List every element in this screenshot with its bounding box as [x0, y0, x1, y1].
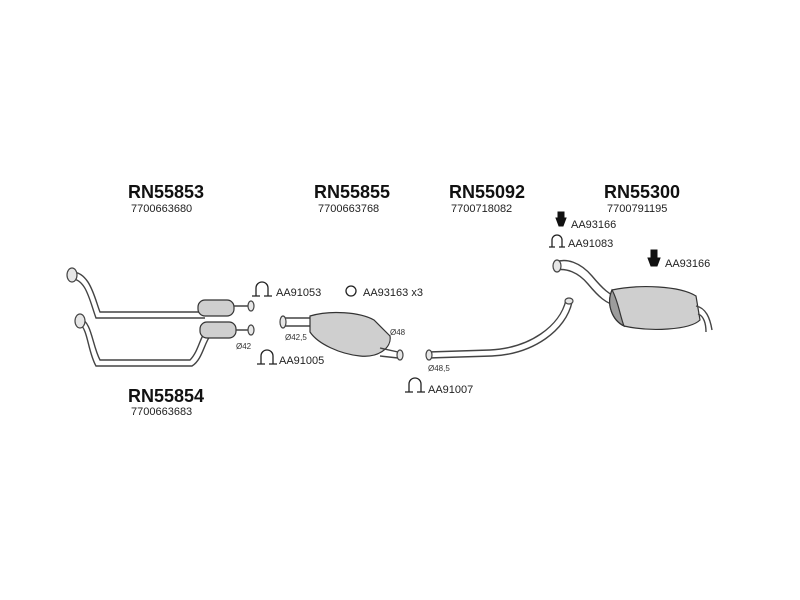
part-code-rear-silencer: RN55300: [604, 182, 681, 202]
oem-number-intermediate-pipe: 7700718082: [451, 203, 513, 215]
accessory-label: AA91007: [428, 384, 474, 396]
front-pipe-drawing: [66, 267, 255, 367]
rear-silencer-drawing: [552, 259, 713, 333]
accessory-label: AA91053: [276, 287, 322, 299]
dimension-label: Ø42: [236, 342, 252, 351]
part-code-center-silencer: RN55855: [314, 182, 391, 202]
dimension-label: Ø42,5: [285, 333, 307, 342]
accessory-label: AA93166: [571, 219, 617, 231]
part-code-intermediate-pipe: RN55092: [449, 182, 526, 202]
u-clamp-icon: [252, 281, 272, 297]
oem-number-downpipe: 7700663683: [131, 406, 193, 418]
oem-number-rear-silencer: 7700791195: [607, 203, 668, 215]
oem-number-front-pipe: 7700663680: [131, 203, 193, 215]
u-clamp-icon: [549, 234, 565, 248]
dimension-label: Ø48,5: [428, 364, 450, 373]
accessory-label: AA91005: [279, 355, 325, 367]
intermediate-pipe-drawing: [425, 297, 574, 361]
part-code-downpipe: RN55854: [128, 386, 205, 406]
accessory-label: AA91083: [568, 238, 614, 250]
dimension-label: Ø48: [390, 328, 406, 337]
rubber-mount-icon: [647, 249, 661, 267]
rubber-mount-icon: [555, 211, 567, 227]
accessory-label: AA93163 x3: [363, 287, 423, 299]
accessory-label: AA93166: [665, 258, 711, 270]
rubber-ring-icon: [345, 285, 357, 297]
oem-number-center-silencer: 7700663768: [318, 203, 380, 215]
u-clamp-icon: [405, 377, 425, 393]
u-clamp-icon: [257, 349, 277, 365]
center-silencer-drawing: [279, 311, 404, 361]
part-code-front-pipe: RN55853: [128, 182, 205, 202]
